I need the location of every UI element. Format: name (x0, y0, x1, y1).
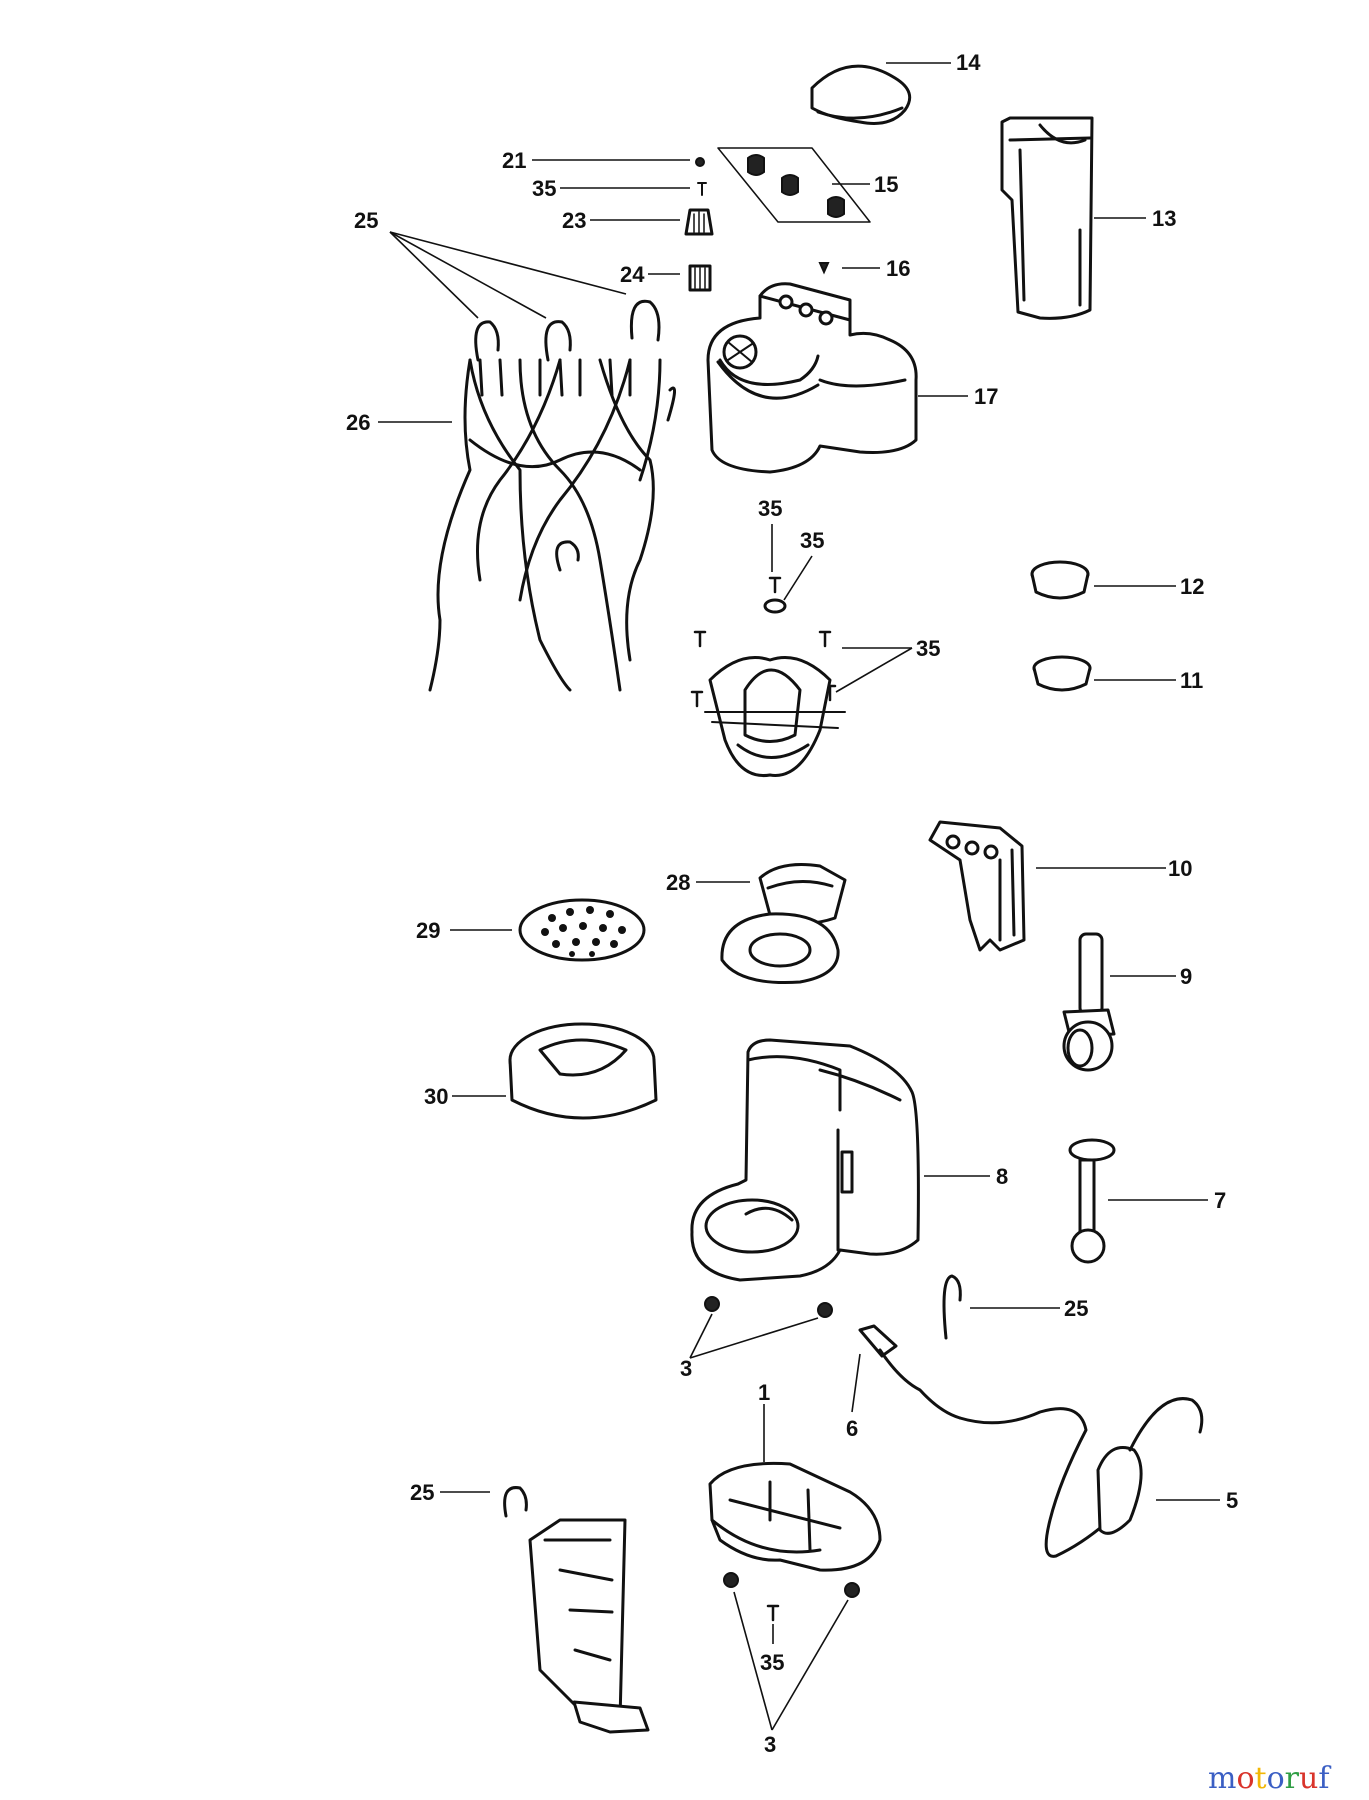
callout-35: 35 (916, 636, 940, 661)
part-24-knob (688, 264, 712, 292)
callout-13: 13 (1152, 206, 1176, 231)
callout-25: 25 (1064, 1296, 1088, 1321)
part-7-pusher (1068, 1138, 1116, 1264)
part-35-screw-top (697, 182, 707, 196)
part-8-base-body (690, 1038, 920, 1282)
part-switch-block (503, 1486, 650, 1734)
callout-7: 7 (1214, 1188, 1226, 1213)
part-35-screw-base (766, 1604, 780, 1622)
part-14-lid-flap (810, 64, 912, 125)
part-16-clip (818, 262, 830, 275)
callout-9: 9 (1180, 964, 1192, 989)
part-9-caster (1062, 932, 1116, 1072)
callout-26: 26 (346, 410, 370, 435)
part-26-wiring-harness (428, 299, 676, 692)
callout-29: 29 (416, 918, 440, 943)
callout-24: 24 (620, 262, 645, 287)
callout-17: 17 (974, 384, 998, 409)
callout-8: 8 (996, 1164, 1008, 1189)
part-17-housing (706, 282, 918, 474)
callout-23: 23 (562, 208, 586, 233)
callout-12: 12 (1180, 574, 1204, 599)
callout-35: 35 (760, 1650, 784, 1675)
part-13-jug (1000, 116, 1094, 320)
callout-25: 25 (410, 1480, 434, 1505)
callout-21: 21 (502, 148, 526, 173)
callout-16: 16 (886, 256, 910, 281)
part-3-feet (704, 1296, 860, 1598)
callout-25: 25 (354, 208, 378, 233)
part-11-ring (1032, 655, 1092, 692)
callout-14: 14 (956, 50, 981, 75)
part-29-grate-disc (518, 898, 646, 962)
part-10-bracket (928, 820, 1026, 952)
part-15-knob-set (717, 147, 871, 223)
callout-10: 10 (1168, 856, 1192, 881)
callout-11: 11 (1180, 668, 1203, 693)
callout-35: 35 (532, 176, 556, 201)
watermark-text: motoruf (1208, 1761, 1331, 1796)
part-21-cap (695, 157, 705, 167)
callout-3: 3 (680, 1356, 692, 1381)
part-5-power-cord (958, 1397, 1204, 1558)
watermark-logo: motoruf (1208, 1761, 1331, 1796)
callout-3: 3 (764, 1732, 776, 1757)
callout-15: 15 (874, 172, 898, 197)
part-1-base-plate (708, 1461, 882, 1572)
part-12-ring (1030, 560, 1090, 600)
callout-5: 5 (1226, 1488, 1238, 1513)
part-motor-assembly (704, 656, 846, 778)
part-28-gasket (720, 863, 847, 984)
part-25-hook-mid (942, 1274, 962, 1340)
part-6-connector (858, 1324, 962, 1420)
callout-35: 35 (800, 528, 824, 553)
callout-30: 30 (424, 1084, 448, 1109)
leader-lines (378, 62, 1220, 1731)
callout-35: 35 (758, 496, 782, 521)
callout-1: 1 (758, 1380, 770, 1405)
callout-6: 6 (846, 1416, 858, 1441)
callout-labels: 14 21 35 15 25 23 13 24 16 26 17 35 35 1… (346, 50, 1238, 1757)
part-35-screws-motor (690, 576, 837, 708)
part-30-tray (508, 1022, 658, 1120)
callout-28: 28 (666, 870, 690, 895)
part-23-knob (684, 208, 714, 236)
